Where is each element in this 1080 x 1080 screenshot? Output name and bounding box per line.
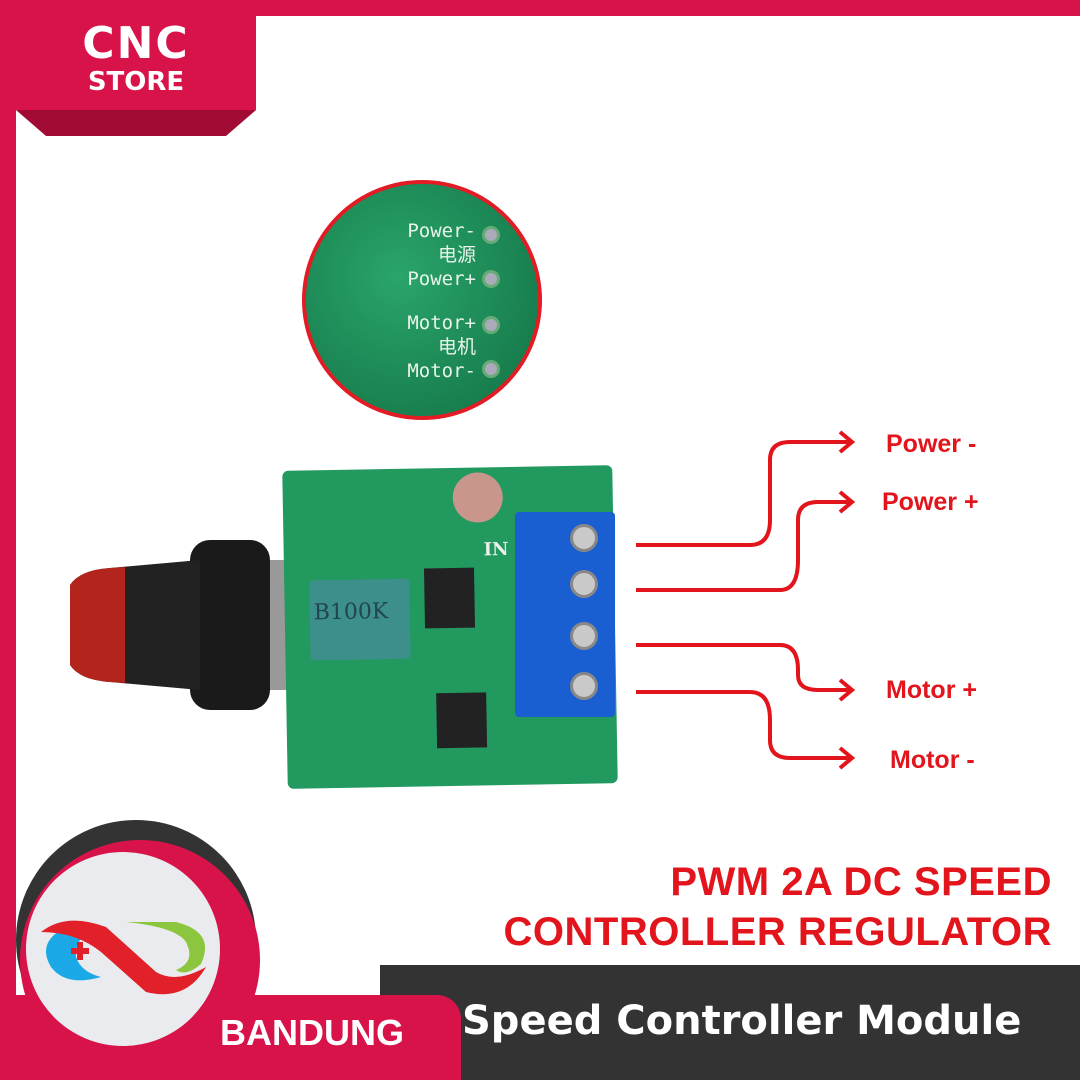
- solder-pad: [482, 360, 500, 378]
- ic-chip: [423, 567, 476, 629]
- arrowhead: [838, 430, 856, 454]
- store-logo: CNC STORE: [16, 14, 256, 110]
- logo-ribbon-fold: [16, 110, 256, 136]
- arrowhead: [838, 678, 856, 702]
- label-motor-minus: Motor -: [890, 746, 975, 774]
- solder-pad: [482, 270, 500, 288]
- subtitle: Speed Controller Module: [462, 998, 1022, 1044]
- solder-pad: [482, 316, 500, 334]
- screw: [570, 524, 598, 552]
- arrow-power-plus: [636, 500, 850, 592]
- title-line1: PWM 2A DC SPEED: [670, 860, 1052, 904]
- city-name: BANDUNG: [220, 1012, 404, 1053]
- connection-arrows: [636, 430, 856, 770]
- arrowhead: [838, 746, 856, 770]
- screw-terminal: [515, 512, 615, 717]
- label-power-plus: Power +: [882, 488, 979, 516]
- screw: [570, 570, 598, 598]
- ic-chip: [436, 692, 488, 749]
- solder-pad: [482, 226, 500, 244]
- arrow-power-minus: [636, 440, 850, 547]
- arrow-motor-minus: [636, 690, 850, 760]
- inset-label: 电机: [437, 336, 476, 358]
- inset-label: Motor-: [407, 360, 476, 382]
- frame-left: [0, 0, 16, 1080]
- pot-body: B100K: [309, 578, 411, 661]
- inset-label: Power-: [407, 220, 476, 242]
- logo-line1: CNC: [82, 18, 190, 69]
- screw: [570, 672, 598, 700]
- brand-badge: [26, 852, 220, 1046]
- arrowhead: [838, 490, 856, 514]
- potentiometer-knob: [70, 540, 300, 710]
- capacitor: [452, 472, 504, 523]
- label-power-minus: Power -: [886, 430, 977, 458]
- inset-label: 电源: [437, 244, 476, 266]
- terminal-label: IN: [483, 538, 509, 561]
- frame-top: [0, 0, 1080, 16]
- inset-label: Motor+: [407, 312, 476, 334]
- title-line2: CONTROLLER REGULATOR: [503, 910, 1052, 954]
- inset-label: Power+: [407, 268, 476, 290]
- logo-line2: STORE: [87, 67, 185, 97]
- zoom-inset: Power- 电源 Power+ Motor+ 电机 Motor-: [302, 180, 542, 420]
- arrow-motor-plus: [636, 643, 850, 692]
- infinity-logo-icon: [41, 920, 206, 995]
- pcb-closeup: [306, 184, 538, 416]
- label-motor-plus: Motor +: [886, 676, 977, 704]
- screw: [570, 622, 598, 650]
- subtitle-band: [380, 965, 1080, 1080]
